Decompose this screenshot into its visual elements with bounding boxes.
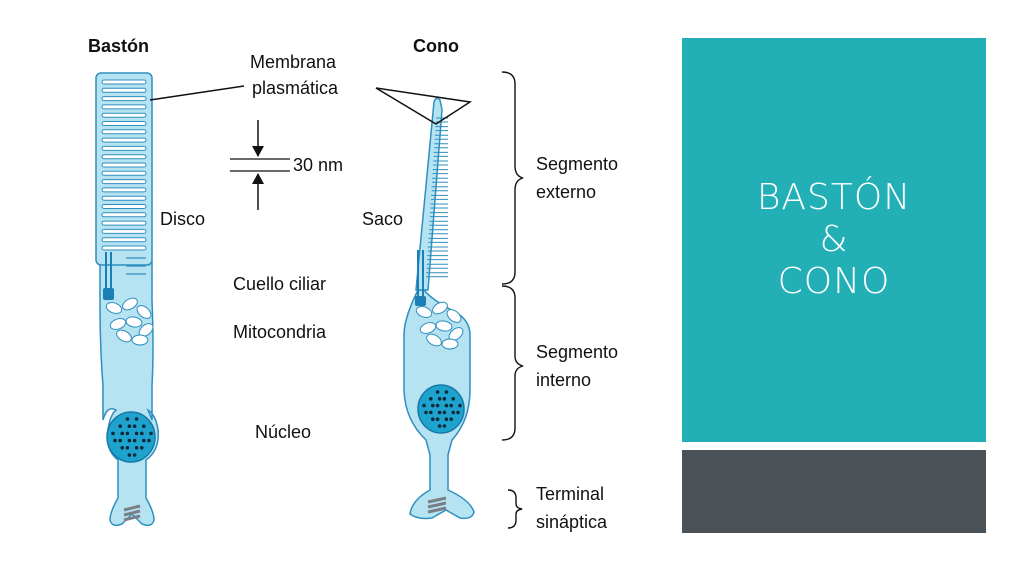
mitochondria-label: Mitocondria bbox=[233, 322, 327, 342]
inner-segment-label-line1: Segmento bbox=[536, 342, 618, 362]
membrane-leader-rod bbox=[149, 85, 245, 101]
synaptic-brace bbox=[507, 489, 523, 529]
synaptic-label-line1: Terminal bbox=[536, 484, 604, 504]
nucleus-label: Núcleo bbox=[255, 422, 311, 442]
spacing-label: 30 nm bbox=[293, 155, 343, 175]
rod-mitochondria bbox=[105, 297, 154, 346]
outer-segment-label-line1: Segmento bbox=[536, 154, 618, 174]
cone-nucleus bbox=[417, 384, 465, 434]
sac-label: Saco bbox=[362, 209, 403, 229]
photoreceptor-diagram: Bastón Cono Membrana plasmática 30 nm Di… bbox=[88, 36, 618, 532]
outer-segment-label-line2: externo bbox=[536, 182, 596, 202]
cone-outer-segment bbox=[415, 97, 443, 291]
title-line-2: & bbox=[819, 219, 849, 260]
title-line-3: CONO bbox=[777, 261, 891, 302]
disc-label: Disco bbox=[160, 209, 205, 229]
cone-cell bbox=[403, 97, 475, 520]
rod-chromatin bbox=[111, 417, 153, 457]
membrane-label-line2: plasmática bbox=[252, 78, 339, 98]
inner-segment-brace bbox=[501, 285, 524, 441]
title-line-1: BASTÓN bbox=[756, 177, 912, 218]
membrane-label-line1: Membrana bbox=[250, 52, 337, 72]
membrane-leader-cone bbox=[375, 87, 473, 125]
cone-mitochondria bbox=[415, 301, 464, 350]
inner-segment-label-line2: interno bbox=[536, 370, 591, 390]
rod-title: Bastón bbox=[88, 36, 149, 56]
synaptic-label-line2: sináptica bbox=[536, 512, 608, 532]
cone-title: Cono bbox=[413, 36, 459, 56]
rod-discs bbox=[101, 79, 147, 251]
title-panel: BASTÓN & CONO bbox=[682, 38, 986, 442]
spacing-indicator bbox=[230, 120, 290, 210]
cone-chromatin bbox=[422, 390, 462, 428]
rod-outer-segment bbox=[95, 72, 153, 266]
ciliary-neck-label: Cuello ciliar bbox=[233, 274, 326, 294]
rod-cell bbox=[95, 72, 159, 527]
outer-segment-brace bbox=[501, 71, 524, 285]
bottom-panel bbox=[682, 450, 986, 533]
rod-nucleus bbox=[106, 411, 156, 463]
